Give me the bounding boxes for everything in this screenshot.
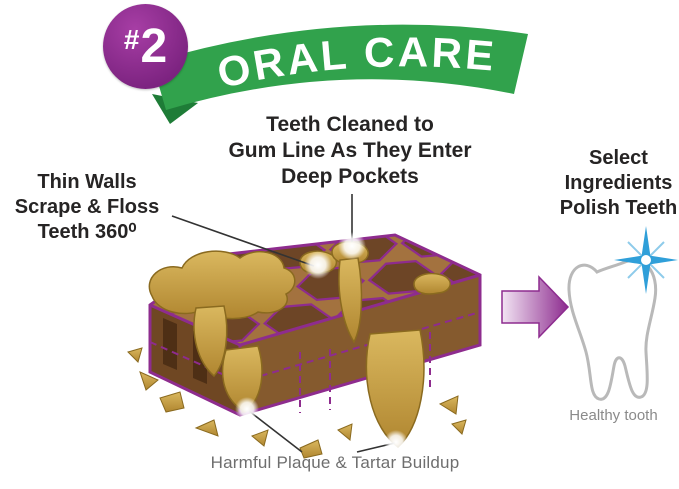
callout-thin-walls: Thin Walls Scrape & Floss Teeth 360⁰ [14,171,160,243]
ribbon-shape [152,24,528,110]
callout-teeth-cleaned: Teeth Cleaned to Gum Line As They Enter … [228,113,472,188]
connector-plaque-left [248,410,303,453]
plaque-buildup-label: Harmful Plaque & Tartar Buildup [210,453,460,472]
connector-thin-walls [171,215,315,267]
callout-select-ingredients: Select Ingredients Polish Teeth [559,147,678,219]
chew-slot [163,318,177,370]
healthy-tooth-icon [567,258,658,401]
transition-arrow-icon [501,275,570,339]
plaque-teeth-shapes [148,240,451,448]
tooth-in-cell-right [413,272,451,295]
badge-number: 2 [140,20,168,73]
tooth-fang-left [193,305,228,378]
glow-dot [338,232,366,260]
ribbon-banner: ORAL CARE [152,24,528,124]
chew-illustration [127,233,482,459]
badge-hash: # [123,23,140,55]
healthy-tooth-label: Healthy tooth [569,407,658,424]
healthy-tooth-group [567,226,678,401]
tooth-bottom-right [365,329,425,448]
glow-dot [384,430,408,454]
sparkle-icon [614,226,678,294]
step-badge: # 2 [103,4,188,89]
tooth-drip-center [338,257,363,344]
glow-dot [235,397,259,421]
glow-dot [304,251,332,279]
crumbs [127,347,467,459]
glow-highlights [235,232,408,454]
